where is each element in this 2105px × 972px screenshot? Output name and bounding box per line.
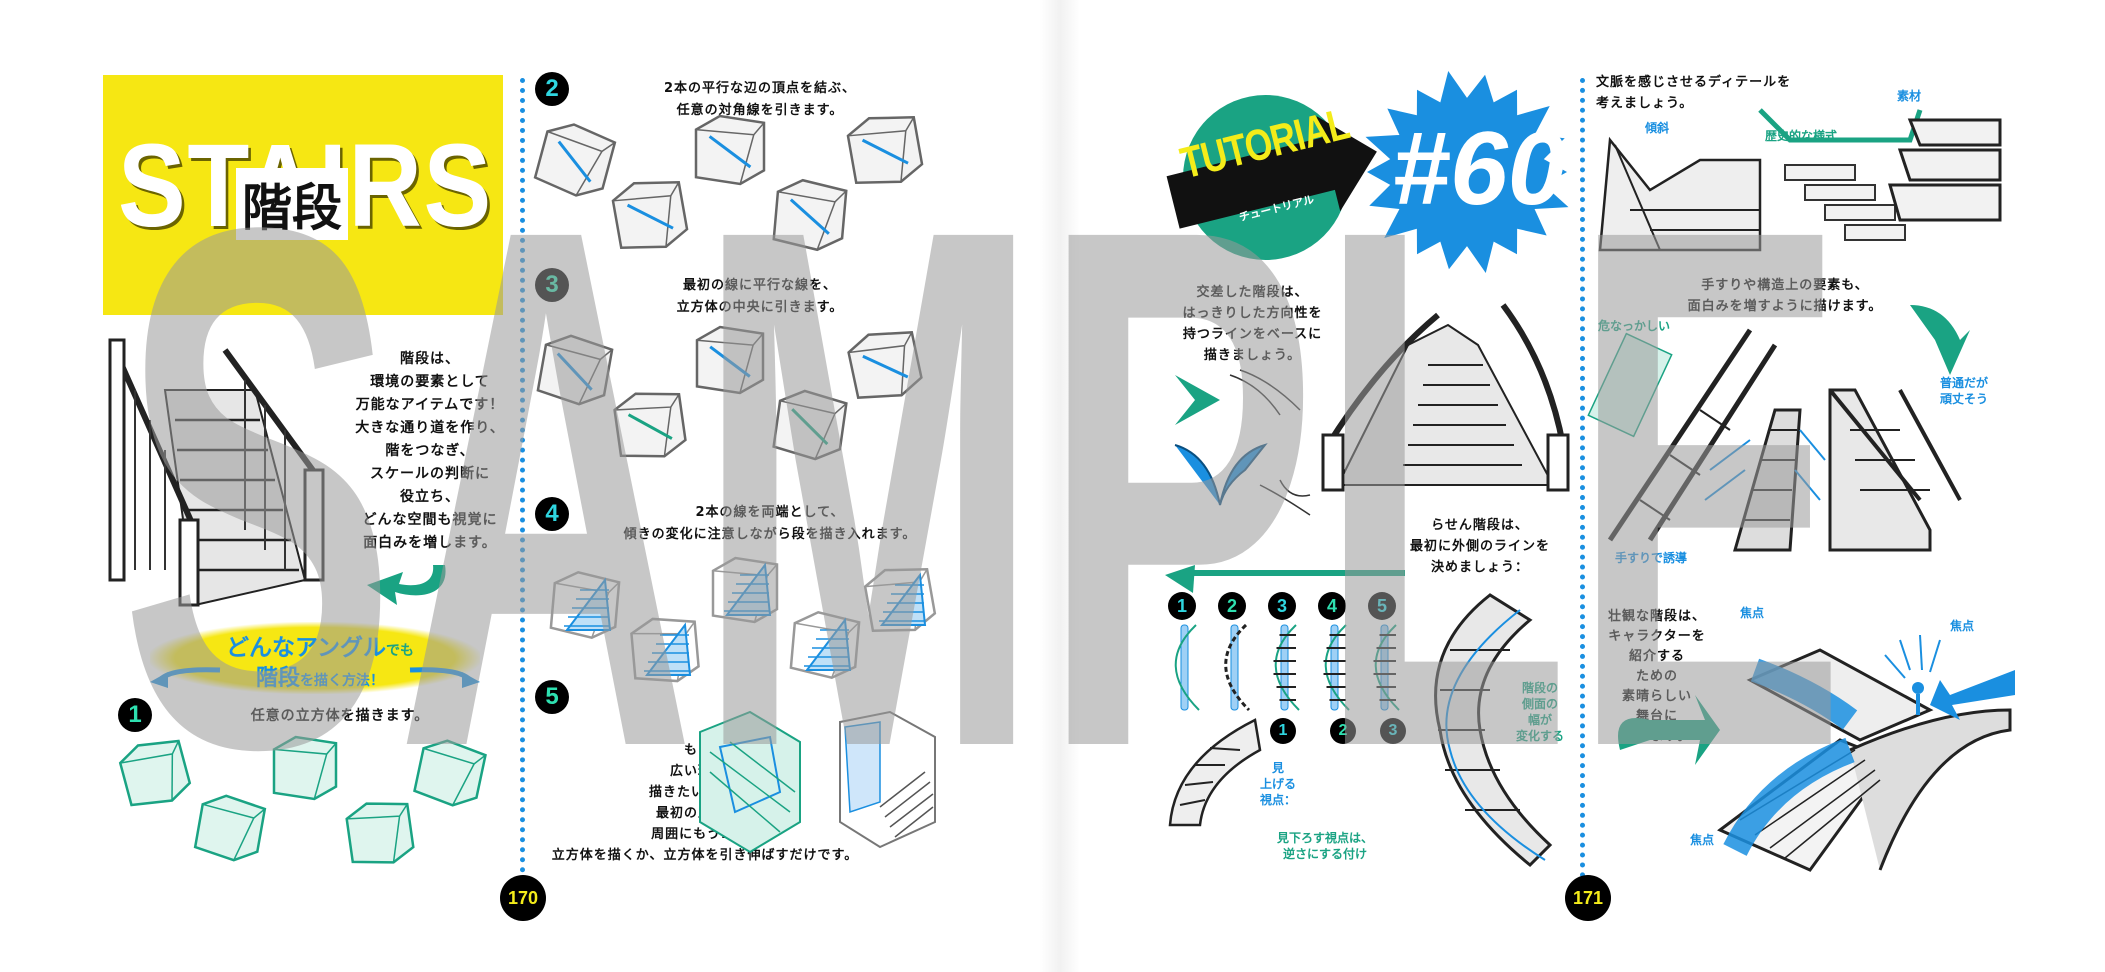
spiral-stair-left-illustration — [1168, 718, 1262, 827]
cube-drawing — [272, 735, 338, 801]
cube-drawing — [772, 178, 848, 252]
banner-line2: 階段 — [255, 666, 300, 691]
spiral-stairs-text: らせん階段は、 最初に外側のラインを 決めましょう： — [1409, 518, 1550, 575]
cube-drawing — [695, 325, 765, 395]
step-3-text: 最初の線に平行な線を、 立方体の中央に引きます。 — [676, 278, 844, 315]
tutorial-arrow-banner — [1166, 116, 1377, 229]
focus-label-1: 焦点 — [1740, 606, 1765, 620]
spiral-diagram — [1273, 624, 1300, 711]
spiral-substep-badge-1: 1 — [1270, 718, 1296, 744]
look-up-label: 見 上げる 視点： — [1259, 761, 1296, 807]
curved-arrow-icon — [367, 565, 446, 605]
cube-drawing — [413, 739, 487, 807]
focus-label-2: 焦点 — [1950, 619, 1975, 633]
page-number-170: 170 — [500, 875, 546, 921]
starburst-badge — [1365, 70, 1569, 274]
spiral-diagram — [1224, 623, 1251, 712]
spiral-step-badge-1: 1 — [1168, 592, 1196, 620]
label-material: 素材 — [1897, 89, 1922, 103]
spiral-diagram — [1174, 624, 1200, 711]
tutorial-number: #60 — [1392, 111, 1566, 227]
banner-line2-small: を描く方法！ — [300, 673, 384, 689]
spiral-substep-badge-3: 3 — [1380, 718, 1406, 744]
spiral-step-badge-4: 4 — [1318, 592, 1346, 620]
grand-stairs-illustration — [1618, 634, 2015, 872]
step-5-room-illustrations — [699, 710, 936, 854]
staircase-illustration — [105, 330, 335, 610]
stair-steps-drawing — [644, 622, 692, 676]
intro-text: 階段は、 環境の要素として 万能なアイテムです！ 大きな通り道を作り、 階をつな… — [355, 351, 505, 551]
starburst-shape — [1365, 70, 1569, 274]
railing-illustrations — [1587, 305, 1970, 552]
cube-drawing — [694, 114, 766, 186]
context-details-illustrations — [1598, 108, 2002, 252]
cube-drawing — [611, 181, 689, 249]
step-1-cubes — [118, 735, 487, 864]
spiral-step-badge-2: 2 — [1218, 592, 1246, 620]
cube-drawing — [536, 334, 614, 406]
long-green-arrow-icon — [1165, 565, 1405, 593]
book-gutter — [1040, 0, 1080, 972]
column-divider-right — [1580, 78, 1585, 908]
label-sturdy: 普通だが 頑丈そう — [1940, 376, 1989, 406]
cube-drawing — [118, 739, 192, 807]
step-2-text: 2本の平行な辺の頂点を結ぶ、 任意の対角線を引きます。 — [663, 81, 857, 118]
banner-line1: どんなアングル — [225, 635, 387, 661]
cube-drawing — [613, 392, 687, 458]
spiral-substep-badge-2: 2 — [1330, 718, 1356, 744]
step-3-badge: 3 — [535, 268, 569, 302]
crossing-stairs-diagrams — [1174, 369, 1311, 516]
page-number-171: 171 — [1565, 875, 1611, 921]
look-down-label: 見下ろす視点は、 逆さにする付け — [1276, 831, 1373, 861]
cube-drawing — [846, 116, 924, 184]
crossing-stairs-illustration — [1321, 303, 1570, 492]
focus-label-3: 焦点 — [1690, 833, 1715, 847]
spiral-step-badge-3: 3 — [1268, 592, 1296, 620]
stair-steps-drawing — [564, 577, 612, 631]
side-width-label: 階段の 側面の 幅が 変化する — [1515, 681, 1564, 743]
spiral-step-badge-5: 5 — [1368, 592, 1396, 620]
cube-drawing — [847, 331, 923, 399]
page-title-ja: 階段 — [236, 168, 348, 240]
banner-line1-small: でも — [386, 643, 415, 659]
stair-steps-drawing — [804, 617, 852, 671]
crossing-stairs-text: 交差した階段は、 はっきりした方向性を 持つラインをベースに 描きましょう。 — [1182, 285, 1323, 363]
step-4-text: 2本の線を両端として、 傾きの変化に注意しながら段を描き入れます。 — [623, 505, 917, 542]
step-4-badge: 4 — [535, 497, 569, 531]
label-precarious: 危なっかしい — [1598, 319, 1671, 333]
spiral-diagram — [1373, 624, 1400, 711]
step-2-badge: 2 — [535, 72, 569, 106]
step-5-badge: 5 — [535, 680, 569, 714]
cube-drawing — [193, 794, 267, 862]
spiral-diagrams — [1174, 623, 1400, 712]
cube-drawing — [345, 802, 415, 864]
label-guide: 手すりで誘導 — [1615, 551, 1688, 565]
spiral-stair-large-illustration — [1434, 593, 1553, 868]
stair-steps-drawing — [879, 572, 927, 626]
railing-text: 手すりや構造上の要素も、 面白みを増すように描けます。 — [1687, 278, 1883, 314]
context-text: 文脈を感じさせるディテールを 考えましょう。 — [1596, 75, 1792, 111]
step-4-stair-cubes — [549, 556, 937, 683]
spiral-diagram — [1323, 624, 1350, 711]
cube-drawing — [533, 123, 617, 197]
step-2-cubes — [533, 114, 924, 252]
cube-drawing — [772, 389, 848, 461]
step-1-badge: 1 — [118, 698, 152, 732]
step-3-cubes — [536, 325, 923, 461]
banner-subtitle: 階段を描く方法！ — [160, 660, 480, 692]
column-divider — [520, 78, 525, 873]
label-slope: 傾斜 — [1645, 121, 1670, 135]
banner-arrows-icon — [150, 667, 480, 688]
banner-highlight — [150, 622, 480, 694]
step-1-text: 任意の立方体を描きます。 — [250, 708, 430, 724]
stair-steps-drawing — [724, 562, 772, 616]
banner-title: どんなアングルでも — [160, 628, 480, 662]
